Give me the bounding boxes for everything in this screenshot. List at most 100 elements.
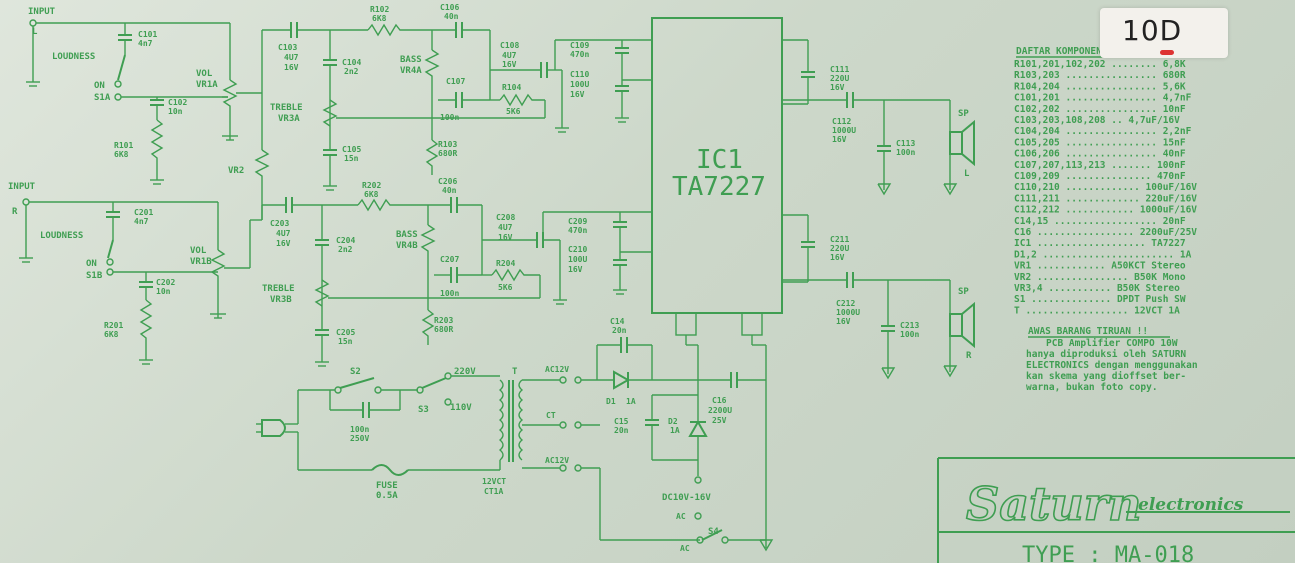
- fuse-val: 0.5A: [376, 491, 398, 501]
- snubber-cap-volt: 250V: [350, 434, 369, 443]
- parts-list-item: D1,2 ....................... 1A: [1014, 249, 1192, 260]
- vr2-pot: [254, 149, 270, 220]
- snubber-cap-val: 100n: [350, 425, 369, 434]
- c102-val: 10n: [168, 107, 183, 116]
- d1-diode: [613, 370, 631, 390]
- parts-list-item: R101,201,102,202 ........ 6,8K: [1014, 59, 1186, 70]
- c202-ref: C202: [156, 278, 175, 287]
- r101-ref: R101: [114, 141, 133, 150]
- vr1b-vol: VOL: [190, 246, 207, 256]
- c206-val: 40n: [442, 186, 457, 195]
- c211-val: 220U: [830, 244, 849, 253]
- vr4a-pot: [424, 49, 440, 140]
- r202-ref: R202: [362, 181, 381, 190]
- parts-list-item: C104,204 ................ 2,2nF: [1014, 126, 1192, 137]
- s1b-switch: [107, 239, 114, 259]
- r101-val: 6K8: [114, 150, 129, 159]
- ac-label-a: AC: [676, 512, 686, 521]
- r203-ref: R203: [434, 316, 453, 325]
- v220-label: 220V: [454, 367, 476, 377]
- input-l-jack: [29, 19, 37, 27]
- c108-volt: 16V: [502, 60, 517, 69]
- c208-val: 4U7: [498, 223, 513, 232]
- vr4a-bass: BASS: [400, 55, 422, 65]
- input-r-channel: R: [12, 207, 18, 217]
- transformer-rating: 12VCT: [482, 477, 506, 486]
- tone-r-section: C203 4U7 16V R202 6K8 C204 2n2 TREBLE VR…: [261, 177, 652, 367]
- parts-list: DAFTAR KOMPONEN R101,201,102,202 .......…: [1014, 46, 1197, 316]
- parts-list-item: C16 ................. 2200uF/25V: [1014, 227, 1197, 238]
- warning-line: hanya diproduksi oleh SATURN: [1026, 349, 1186, 360]
- r204-resistor: [491, 268, 540, 282]
- fuse-label: FUSE: [376, 481, 398, 491]
- page-number-tag: 10D: [1100, 8, 1228, 58]
- transformer-current: CT1A: [484, 487, 503, 496]
- c105-ref: C105: [342, 145, 361, 154]
- ac-label-b: AC: [680, 544, 690, 553]
- c15-val: 20n: [614, 426, 629, 435]
- vr2-label: VR2: [228, 166, 244, 176]
- c101-val: 4n7: [138, 39, 153, 48]
- vr4b-bass: BASS: [396, 230, 418, 240]
- warning-line: ELECTRONICS dengan menggunakan: [1026, 360, 1198, 371]
- r104-ref: R104: [502, 83, 521, 92]
- ink-mark: [1160, 50, 1174, 55]
- s1a-label: S1A: [94, 93, 111, 103]
- loudness-l-label: LOUDNESS: [52, 52, 95, 62]
- vr3b-treble: TREBLE: [262, 284, 295, 294]
- vr4b-pot: [420, 224, 436, 310]
- s4-switch: [701, 529, 723, 541]
- ic1-section: IC1 TA7227: [651, 17, 783, 552]
- c14-ref: C14: [610, 317, 625, 326]
- c108-ref: C108: [500, 41, 519, 50]
- parts-list-item: C106,206 ................ 40nF: [1014, 149, 1186, 160]
- speaker-l: [949, 131, 963, 155]
- r204-val: 5K6: [498, 283, 513, 292]
- c104-val: 2n2: [344, 67, 359, 76]
- vr3b-label: VR3B: [270, 295, 292, 305]
- parts-list-item: VR1 ............ A50KCT Stereo: [1014, 261, 1186, 272]
- d1-ref: D1: [606, 397, 616, 406]
- c112-ref: C112: [832, 117, 851, 126]
- parts-list-title: DAFTAR KOMPONEN: [1016, 46, 1102, 57]
- vr4b-label: VR4B: [396, 241, 418, 251]
- vr3a-label: VR3A: [278, 114, 300, 124]
- c110-volt: 16V: [570, 90, 585, 99]
- loudness-r-label: LOUDNESS: [40, 231, 83, 241]
- parts-list-item: C110,210 ............. 100uF/16V: [1014, 182, 1197, 193]
- parts-list-item: C101,201 ................ 4,7nF: [1014, 93, 1192, 104]
- parts-list-item: C102,202 ................ 10nF: [1014, 104, 1186, 115]
- tap-ct: CT: [546, 411, 556, 420]
- c212-volt: 16V: [836, 317, 851, 326]
- c210-volt: 16V: [568, 265, 583, 274]
- c111-ref: C111: [830, 65, 849, 74]
- c204-val: 2n2: [338, 245, 353, 254]
- c213-val: 100n: [900, 330, 919, 339]
- c108-val: 4U7: [502, 51, 517, 60]
- vr3a-pot: [322, 99, 338, 127]
- ic1-body: [651, 17, 783, 314]
- r201-val: 6K8: [104, 330, 119, 339]
- transformer-label: T: [512, 367, 518, 377]
- c109-val: 470n: [570, 50, 589, 59]
- c113-ref: C113: [896, 139, 915, 148]
- r203-val: 680R: [434, 325, 453, 334]
- tap-ac12v-bot: AC12V: [545, 456, 569, 465]
- r102-resistor: [367, 23, 432, 37]
- c15-ref: C15: [614, 417, 629, 426]
- vr1a-vol: VOL: [196, 69, 213, 79]
- parts-list-item: C105,205 ................ 15nF: [1014, 137, 1186, 148]
- d2-diode: [688, 419, 708, 437]
- parts-list-item: R103,203 ................ 680R: [1014, 70, 1186, 81]
- c103-ref: C103: [278, 43, 297, 52]
- d2-val: 1A: [670, 426, 680, 435]
- ic1-ref: IC1: [696, 145, 743, 175]
- warning-title: AWAS BARANG TIRUAN !!: [1028, 326, 1148, 337]
- transformer-primary: [498, 379, 504, 461]
- c206-ref: C206: [438, 177, 457, 186]
- r103-val: 680R: [438, 149, 457, 158]
- c103-volt: 16V: [284, 63, 299, 72]
- c105-val: 15n: [344, 154, 359, 163]
- r101-resistor: [150, 119, 164, 180]
